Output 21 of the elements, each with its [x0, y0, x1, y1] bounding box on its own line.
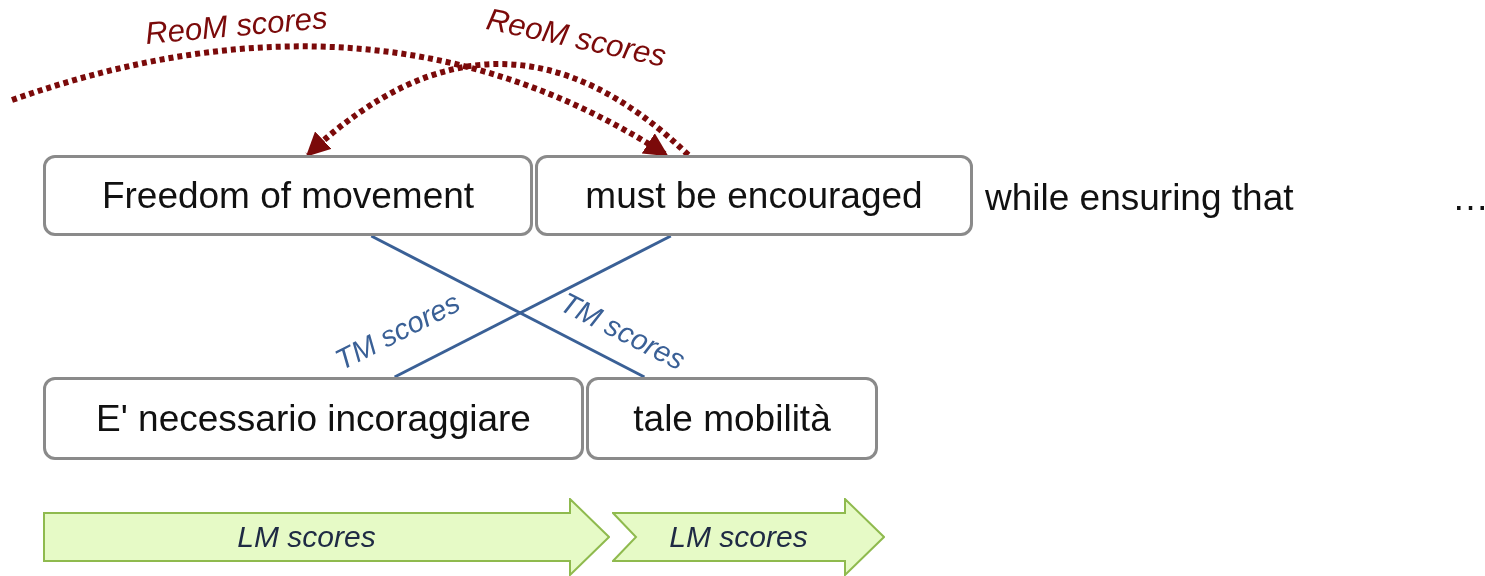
connector-line [393, 234, 672, 379]
phrase-text: must be encouraged [585, 174, 923, 217]
connector-line [370, 234, 646, 379]
arrow-shape [43, 498, 610, 576]
edge-label: TM scores [554, 286, 691, 377]
phrase-text: Freedom of movement [101, 174, 475, 217]
arrow-label: LM scores [669, 520, 808, 554]
phrase-box [535, 155, 973, 236]
edge-label: ReoM scores [143, 0, 329, 52]
phrase-box [43, 377, 584, 460]
edge-label: ReoM scores [483, 1, 670, 75]
dotted-arrow [11, 43, 669, 158]
phrase-text: tale mobilità [633, 397, 831, 440]
arrow-shape [612, 498, 885, 576]
dotted-arrow [305, 61, 691, 158]
phrase-text: E' necessario incoraggiare [96, 397, 531, 440]
phrase-text: … [1452, 176, 1485, 219]
phrase-box [43, 155, 533, 236]
phrase-text: while ensuring that [985, 176, 1294, 219]
arrow-label: LM scores [237, 520, 376, 554]
phrase-box [586, 377, 878, 460]
